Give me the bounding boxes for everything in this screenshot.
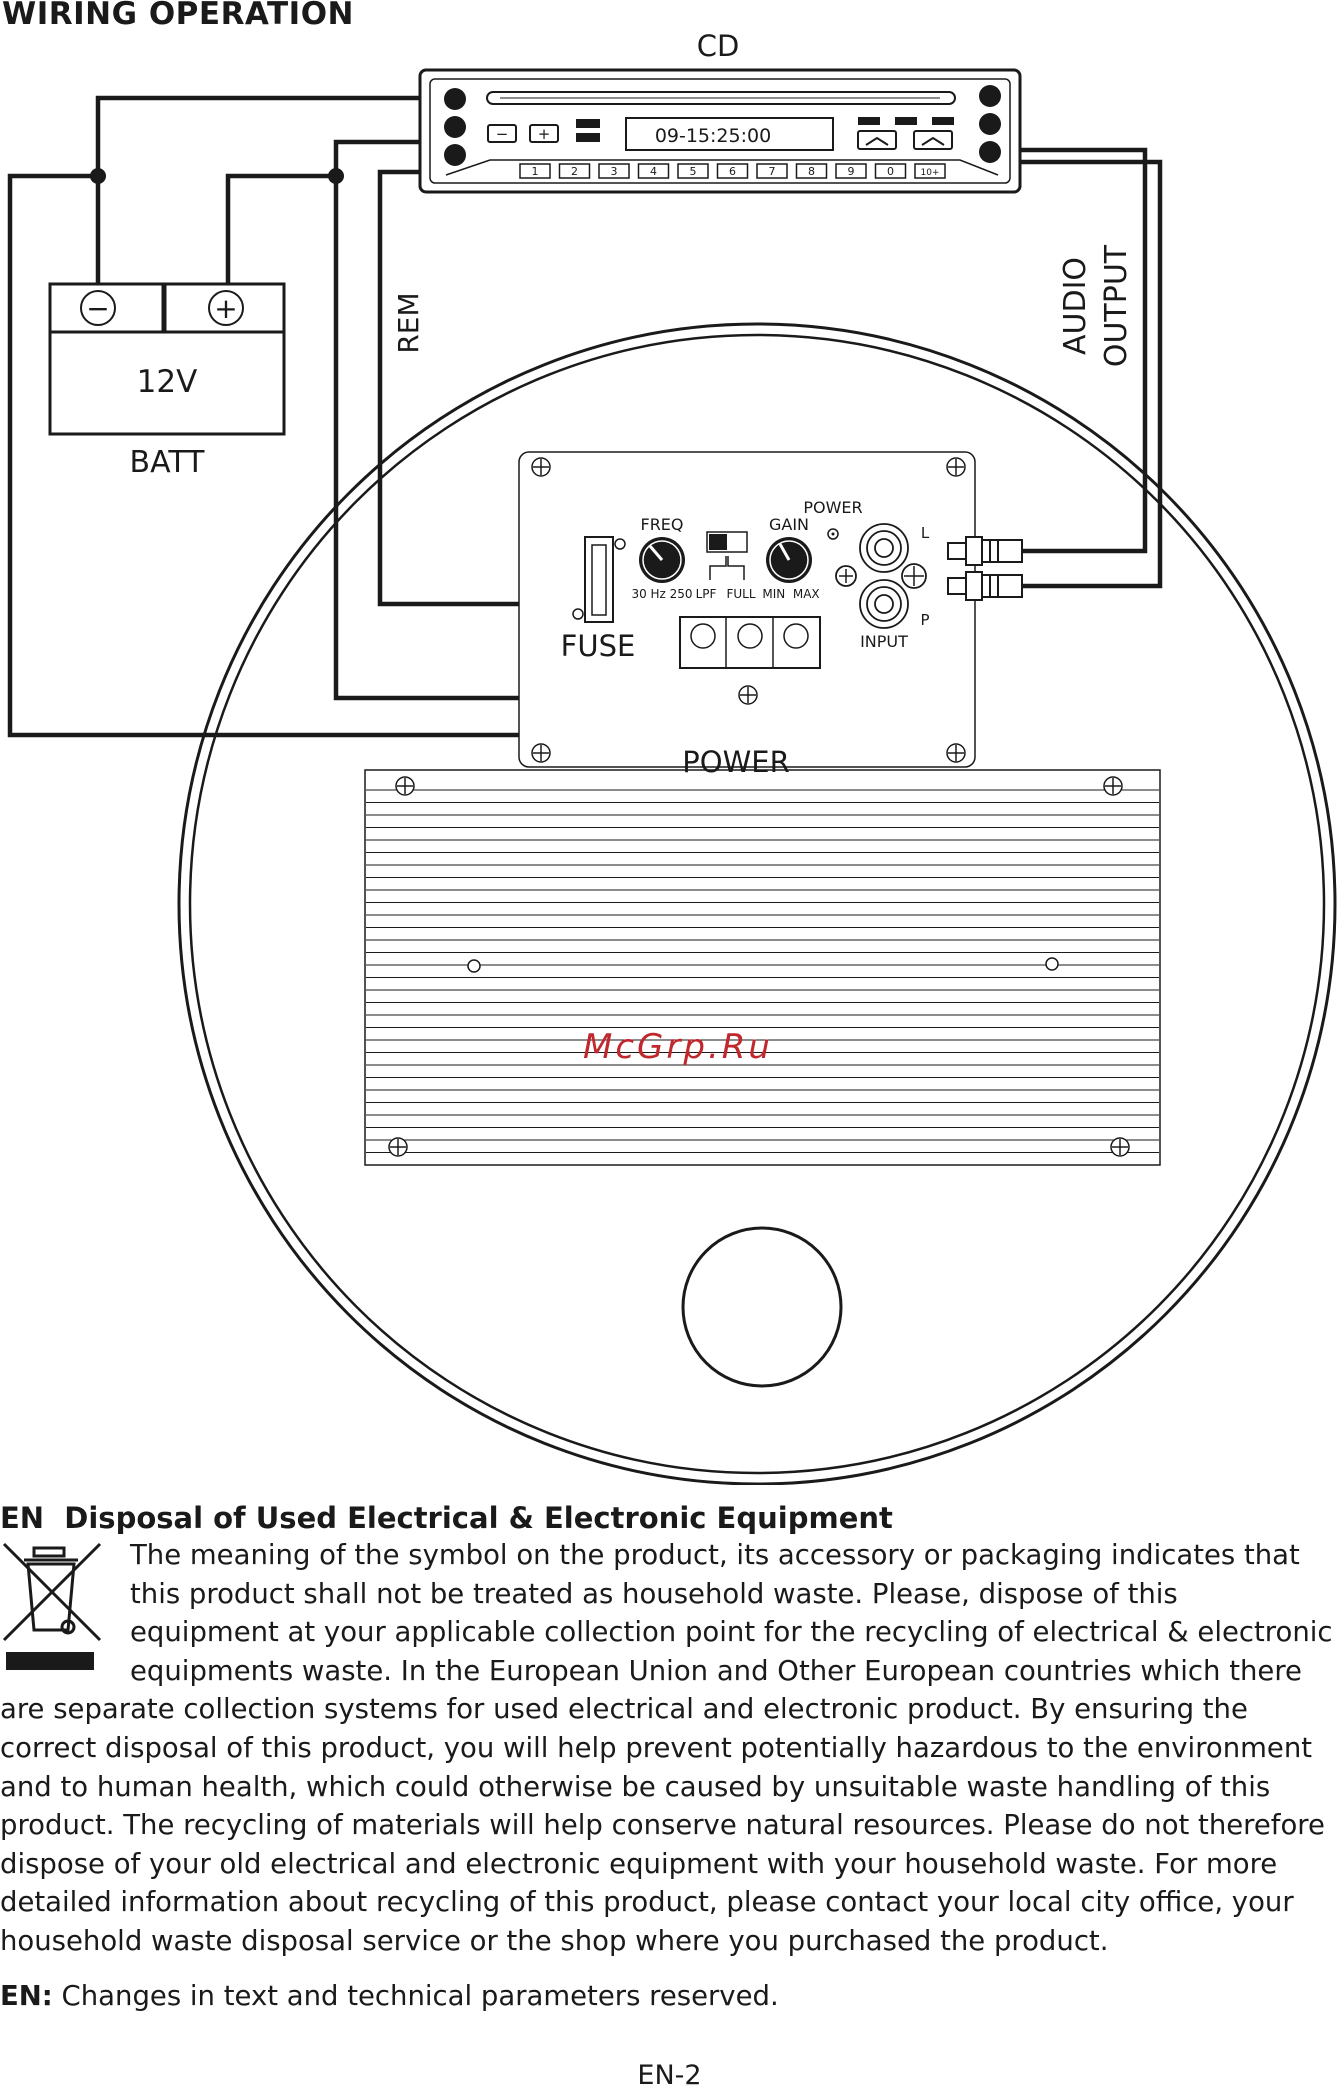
- cd-preset-label: 9: [848, 165, 855, 178]
- cd-preset-button: [519, 163, 551, 179]
- changes-note: EN: Changes in text and technical parame…: [0, 1980, 779, 2012]
- audio-label: AUDIO: [1058, 257, 1093, 355]
- cd-preset-label: 2: [571, 165, 578, 178]
- cd-plus-label: +: [538, 125, 551, 143]
- input-l-label: L: [921, 524, 930, 542]
- enclosure: [177, 322, 1337, 1485]
- heatsink: [364, 769, 1161, 1166]
- gain-label: GAIN: [769, 515, 809, 534]
- gain-range-label: MIN MAX: [762, 587, 819, 601]
- page-title: WIRING OPERATION: [2, 0, 354, 32]
- cd-minus-label: −: [496, 125, 509, 143]
- wiring-diagram: − + 09-15:25:00 1 2 3 4 5 6 7 8 9 0 10+ CD − + 12V…: [7, 29, 1337, 1485]
- disposal-lang: EN: [0, 1501, 45, 1535]
- input-label: INPUT: [860, 632, 908, 651]
- cd-label: CD: [697, 29, 740, 63]
- input-p-label: P: [920, 611, 929, 629]
- cd-preset-label: 10+: [921, 168, 940, 178]
- cd-preset-button: [637, 163, 670, 179]
- cd-preset-label: 1: [532, 165, 539, 178]
- watermark: McGrp.Ru: [583, 1027, 773, 1067]
- battery: − + 12V BATT: [48, 282, 286, 480]
- cd-preset-label: 5: [690, 165, 697, 178]
- battery-label: BATT: [130, 445, 206, 480]
- disposal-text: The meaning of the symbol on the product…: [0, 1539, 1333, 1957]
- fuse-label: FUSE: [561, 629, 636, 663]
- cd-preset-label: 7: [769, 165, 776, 178]
- weee-bin-icon: [0, 1540, 116, 1670]
- cd-preset-label: 8: [808, 165, 815, 178]
- disposal-section: EN Disposal of Used Electrical & Electro…: [0, 1500, 1335, 1961]
- changes-text: Changes in text and technical parameters…: [52, 1980, 779, 2012]
- battery-voltage-label: 12V: [137, 364, 198, 400]
- freq-label: FREQ: [640, 515, 683, 534]
- cd-head-unit: − + 09-15:25:00 1 2 3 4 5 6 7 8 9 0 10+ CD: [418, 29, 1022, 194]
- cd-preset-label: 0: [887, 165, 894, 178]
- cd-preset-button: [677, 163, 709, 179]
- bass-port: [681, 1226, 843, 1388]
- freq-range-label: 30 Hz 250: [631, 587, 692, 601]
- disposal-title: Disposal of Used Electrical & Electronic…: [64, 1501, 893, 1535]
- cd-preset-label: 6: [729, 165, 736, 178]
- cd-preset-button: [598, 163, 630, 179]
- cd-preset-button: [835, 163, 867, 179]
- rca-plugs: [947, 536, 1023, 601]
- cd-display-text: 09-15:25:00: [655, 125, 771, 147]
- changes-prefix: EN:: [0, 1980, 53, 2012]
- cd-preset-button: [795, 163, 828, 179]
- rem-label: REM: [392, 292, 425, 353]
- cd-preset-button: [558, 163, 591, 179]
- cd-preset-label: 4: [650, 165, 657, 178]
- power-terminal-label: POWER: [682, 745, 789, 779]
- power-led-label: POWER: [803, 498, 862, 517]
- cd-preset-button: [874, 163, 907, 179]
- cd-preset-button: [716, 163, 749, 179]
- lpf-label: LPF: [696, 587, 717, 601]
- battery-minus-label: −: [86, 292, 109, 325]
- battery-plus-label: +: [214, 292, 237, 325]
- cd-preset-button: [914, 163, 946, 179]
- disposal-heading: EN Disposal of Used Electrical & Electro…: [0, 1500, 1335, 1536]
- wire-junctions: [90, 168, 344, 184]
- page-number: EN-2: [637, 2060, 702, 2091]
- full-label: FULL: [726, 587, 755, 601]
- cd-preset-label: 3: [611, 165, 618, 178]
- cd-preset-buttons: 1 2 3 4 5 6 7 8 9 0 10+: [519, 163, 946, 179]
- cd-preset-button: [756, 163, 788, 179]
- wires: [7, 95, 1163, 738]
- output-label: OUTPUT: [1099, 244, 1134, 367]
- amplifier-panel: FREQ GAIN POWER 30 Hz 250 LPF FULL MIN M…: [518, 451, 976, 768]
